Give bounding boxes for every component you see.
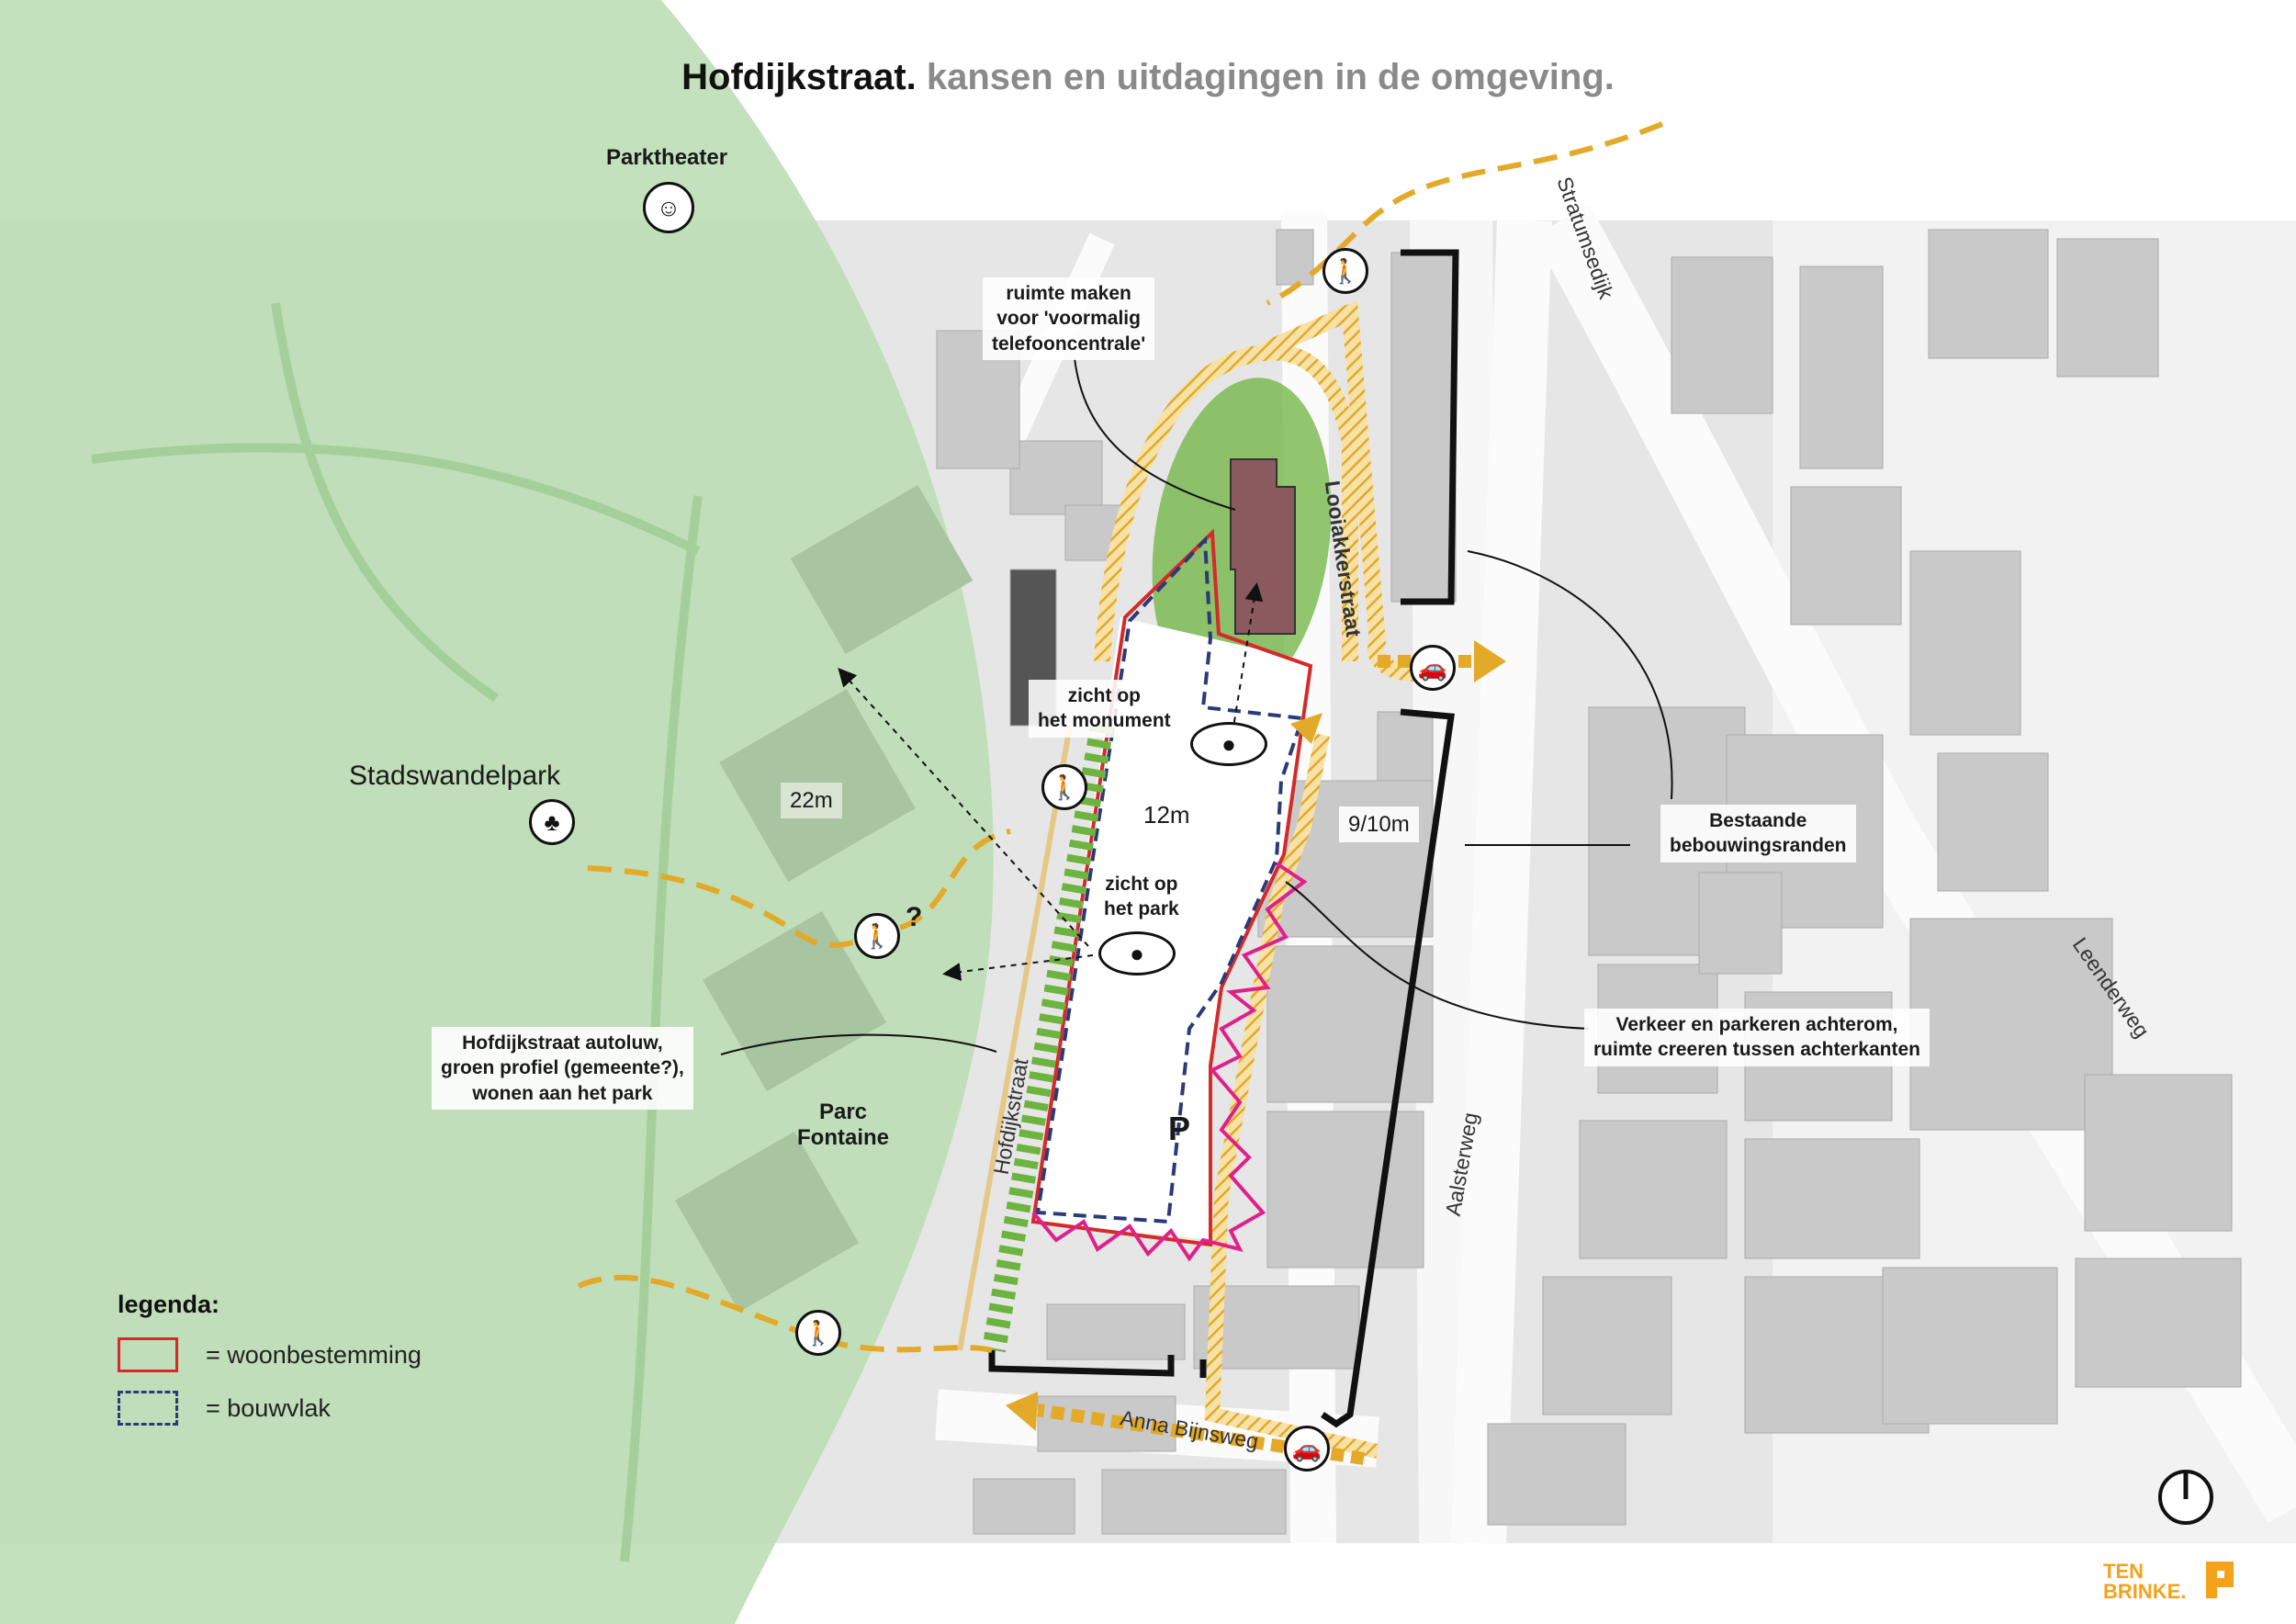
eye-icon: ●: [1098, 931, 1176, 976]
zigzag-back-sides: [1031, 862, 1308, 1262]
hatched-path-monument: [1094, 344, 1358, 662]
note-zicht-monument: zicht op het monument: [1029, 680, 1180, 738]
legend-title: legenda:: [118, 1291, 220, 1318]
pedestrian-icon: 🚶: [1322, 248, 1368, 294]
eye-icon: ●: [1190, 722, 1267, 766]
legend-label-bouwvlak: = bouwvlak: [206, 1393, 331, 1422]
legend-swatch-blue: [118, 1391, 178, 1426]
logo: TEN BRINKE.: [2103, 1562, 2186, 1602]
parking-label: P: [1168, 1110, 1191, 1147]
theater-masks-icon: ☺: [643, 182, 694, 233]
car-icon: 🚗: [1284, 1426, 1330, 1472]
logo-line1: TEN: [2103, 1560, 2144, 1583]
bouwvlak-outline: [1035, 536, 1305, 1224]
distance-9-10m: 9/10m: [1339, 806, 1419, 843]
label-parc-fontaine: Parc Fontaine: [797, 1100, 889, 1150]
hatched-path-east: [1204, 733, 1379, 1459]
note-zicht-park: zicht op het park: [1104, 874, 1179, 920]
distance-22m: 22m: [781, 783, 842, 819]
pedestrian-icon: 🚶: [1041, 764, 1087, 810]
title-bold: Hofdijkstraat.: [681, 57, 917, 97]
legend-item-bouwvlak: = bouwvlak: [118, 1391, 422, 1426]
legend-item-woonbestemming: = woonbestemming: [118, 1337, 422, 1372]
logo-line2: BRINKE.: [2103, 1580, 2187, 1603]
label-stadswandelpark: Stadswandelpark: [349, 761, 561, 791]
legend-swatch-red: [118, 1337, 178, 1372]
label-parktheater: Parktheater: [606, 145, 728, 170]
pedestrian-icon: 🚶: [854, 913, 900, 959]
car-icon: 🚗: [1410, 645, 1456, 691]
park-icon: ♣: [529, 799, 575, 845]
note-hofdijk-autoluw: Hofdijkstraat autoluw, groen profiel (ge…: [432, 1027, 693, 1110]
legend: legenda: = woonbestemming = bouwvlak: [118, 1291, 422, 1426]
distance-12m: 12m: [1143, 801, 1190, 829]
sight-lines: [838, 582, 1264, 981]
woonbestemming-outline: [1030, 528, 1313, 1247]
logo-mark: [2206, 1562, 2234, 1598]
building-edges: [988, 249, 1459, 1428]
pedestrian-icon: 🚶: [795, 1310, 841, 1356]
leader-lines: [720, 357, 1673, 1055]
hofdijk-green-profile: [957, 723, 1114, 1353]
title-rest: kansen en uitdagingen in de omgeving.: [926, 57, 1615, 97]
note-telefooncentrale: ruimte maken voor 'voormalig telefooncen…: [983, 277, 1155, 360]
north-arrow-icon: [2158, 1470, 2213, 1525]
page-title: Hofdijkstraat. kansen en uitdagingen in …: [0, 57, 2296, 98]
note-bebouwingsranden: Bestaande bebouwingsranden: [1660, 805, 1856, 863]
legend-label-woonbestemming: = woonbestemming: [206, 1340, 422, 1369]
note-verkeer-parkeren: Verkeer en parkeren achterom, ruimte cre…: [1584, 1009, 1930, 1066]
question-mark: ?: [906, 902, 923, 932]
